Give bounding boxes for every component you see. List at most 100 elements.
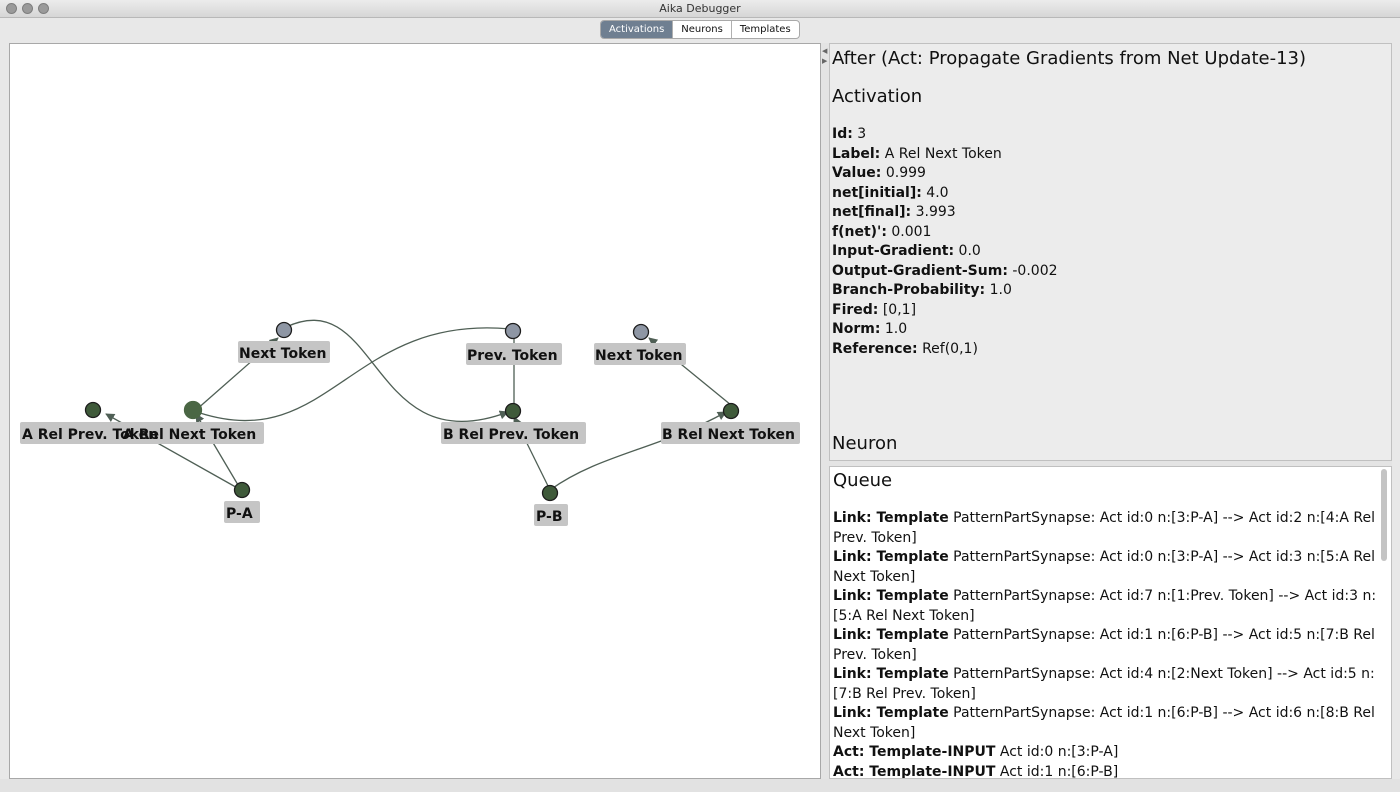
node-a-rel-prev-token[interactable] bbox=[84, 401, 102, 419]
field-value: [0,1] bbox=[878, 301, 917, 318]
title-bar: Aika Debugger bbox=[0, 0, 1400, 18]
horizontal-splitter[interactable] bbox=[829, 461, 1392, 466]
node-label-bg bbox=[466, 343, 562, 365]
field-value: 3.993 bbox=[911, 204, 956, 220]
activation-field: Branch-Probability: 1.0 bbox=[832, 281, 1389, 301]
queue-item-type: Link: Template bbox=[833, 705, 949, 721]
field-key: Branch-Probability: bbox=[832, 282, 986, 298]
queue-scroll-thumb[interactable] bbox=[1381, 469, 1387, 561]
node-label-bg bbox=[594, 343, 686, 365]
view-tabs: Activations Neurons Templates bbox=[600, 20, 800, 39]
queue-item-text: Act id:1 n:[6:P-B] bbox=[995, 763, 1119, 779]
field-value: -0.002 bbox=[1007, 262, 1058, 279]
activation-field: net[initial]: 4.0 bbox=[832, 184, 1389, 204]
node-label-bg bbox=[224, 501, 260, 523]
activation-field: Id: 3 bbox=[832, 125, 1389, 145]
activation-field: Label: A Rel Next Token bbox=[832, 145, 1389, 165]
queue-scrollbar[interactable] bbox=[1380, 469, 1388, 774]
activation-field: Reference: Ref(0,1) bbox=[832, 340, 1389, 360]
node-label-bg bbox=[661, 422, 800, 444]
activation-section-title: Activation bbox=[832, 86, 923, 107]
field-value: 4.0 bbox=[921, 184, 949, 201]
queue-item[interactable]: Link: Template PatternPartSynapse: Act i… bbox=[833, 548, 1379, 587]
node-next-token-b[interactable] bbox=[632, 323, 650, 341]
node-label: Prev. Token bbox=[467, 348, 558, 364]
queue-item-type: Link: Template bbox=[833, 549, 949, 565]
node-label: A Rel Next Token bbox=[123, 427, 256, 443]
node-label: A Rel Prev. Token bbox=[22, 427, 158, 443]
node-prev-token[interactable] bbox=[504, 322, 522, 340]
field-value: 0.999 bbox=[881, 165, 926, 181]
node-label-bg bbox=[122, 422, 264, 444]
activation-field: Value: 0.999 bbox=[832, 164, 1389, 184]
field-key: f(net)': bbox=[832, 223, 887, 240]
queue-item-text: PatternPartSynapse: Act id:0 n:[3:P-A] -… bbox=[833, 510, 1376, 546]
queue-item[interactable]: Act: Template-INPUT Act id:1 n:[6:P-B] bbox=[833, 763, 1379, 779]
queue-panel[interactable]: Queue Link: Template PatternPartSynapse:… bbox=[829, 466, 1392, 779]
minimize-window-icon[interactable] bbox=[22, 3, 33, 14]
node-p-b[interactable] bbox=[541, 484, 559, 502]
activation-graph[interactable]: Next Token Prev. Token Next Token A Rel … bbox=[9, 43, 821, 779]
field-key: Label: bbox=[832, 145, 881, 162]
field-value: 3 bbox=[852, 126, 867, 142]
queue-item-type: Link: Template bbox=[833, 627, 949, 643]
queue-item-type: Link: Template bbox=[833, 510, 949, 526]
activation-field: Output-Gradient-Sum: -0.002 bbox=[832, 262, 1389, 282]
field-key: Output-Gradient-Sum: bbox=[832, 262, 1008, 279]
field-key: net[initial]: bbox=[832, 184, 922, 201]
node-label-bg bbox=[534, 504, 568, 526]
field-key: Reference: bbox=[832, 340, 918, 357]
field-key: Norm: bbox=[832, 321, 881, 337]
graph-canvas[interactable]: Next Token Prev. Token Next Token A Rel … bbox=[10, 44, 820, 778]
queue-item[interactable]: Link: Template PatternPartSynapse: Act i… bbox=[833, 704, 1379, 743]
edge-nexttoken-brelprev bbox=[285, 319, 509, 423]
field-value: 0.001 bbox=[886, 223, 932, 240]
tab-activations[interactable]: Activations bbox=[601, 21, 674, 38]
node-label: Next Token bbox=[595, 348, 683, 364]
field-value: Ref(0,1) bbox=[917, 340, 978, 357]
tab-neurons[interactable]: Neurons bbox=[673, 21, 732, 38]
node-b-rel-next-token[interactable] bbox=[722, 402, 740, 420]
tab-templates[interactable]: Templates bbox=[739, 24, 791, 35]
queue-item[interactable]: Link: Template PatternPartSynapse: Act i… bbox=[833, 665, 1379, 704]
queue-item-text: PatternPartSynapse: Act id:4 n:[2:Next T… bbox=[833, 666, 1375, 702]
vertical-splitter[interactable]: ◀ ▶ bbox=[821, 43, 829, 779]
activation-field: Input-Gradient: 0.0 bbox=[832, 242, 1389, 262]
details-heading: After (Act: Propagate Gradients from Net… bbox=[832, 48, 1307, 69]
queue-list: Link: Template PatternPartSynapse: Act i… bbox=[833, 509, 1379, 779]
queue-item-text: Act id:0 n:[3:P-A] bbox=[995, 744, 1119, 760]
field-key: Id: bbox=[832, 126, 853, 142]
activation-field: net[final]: 3.993 bbox=[832, 203, 1389, 223]
queue-item[interactable]: Link: Template PatternPartSynapse: Act i… bbox=[833, 587, 1379, 626]
collapse-right-icon[interactable]: ▶ bbox=[822, 57, 828, 65]
field-value: 1.0 bbox=[880, 321, 908, 337]
node-label-bg bbox=[441, 422, 586, 444]
queue-item[interactable]: Act: Template-INPUT Act id:0 n:[3:P-A] bbox=[833, 743, 1379, 763]
node-a-rel-next-token[interactable] bbox=[183, 400, 203, 420]
node-label: B Rel Prev. Token bbox=[443, 427, 579, 443]
node-label: P-A bbox=[226, 506, 253, 522]
neuron-section-title: Neuron bbox=[832, 433, 898, 454]
node-label: Next Token bbox=[239, 346, 327, 362]
node-label: P-B bbox=[536, 509, 563, 525]
node-p-a[interactable] bbox=[233, 481, 251, 499]
queue-item-text: PatternPartSynapse: Act id:7 n:[1:Prev. … bbox=[833, 588, 1377, 624]
collapse-left-icon[interactable]: ◀ bbox=[822, 47, 828, 55]
field-value: A Rel Next Token bbox=[880, 145, 1002, 162]
queue-item[interactable]: Link: Template PatternPartSynapse: Act i… bbox=[833, 509, 1379, 548]
queue-item[interactable]: Link: Template PatternPartSynapse: Act i… bbox=[833, 626, 1379, 665]
zoom-window-icon[interactable] bbox=[38, 3, 49, 14]
queue-item-text: PatternPartSynapse: Act id:1 n:[6:P-B] -… bbox=[833, 627, 1375, 663]
field-key: net[final]: bbox=[832, 204, 912, 220]
node-label-bg bbox=[238, 341, 330, 363]
close-window-icon[interactable] bbox=[6, 3, 17, 14]
activation-field: Fired: [0,1] bbox=[832, 301, 1389, 321]
node-next-token-a[interactable] bbox=[275, 321, 293, 339]
node-b-rel-prev-token[interactable] bbox=[504, 402, 522, 420]
queue-item-type: Act: Template-INPUT bbox=[833, 763, 996, 779]
field-value: 1.0 bbox=[985, 282, 1012, 298]
activation-field: f(net)': 0.001 bbox=[832, 223, 1389, 243]
queue-item-type: Act: Template-INPUT bbox=[833, 744, 996, 760]
queue-item-text: PatternPartSynapse: Act id:1 n:[6:P-B] -… bbox=[833, 705, 1375, 741]
